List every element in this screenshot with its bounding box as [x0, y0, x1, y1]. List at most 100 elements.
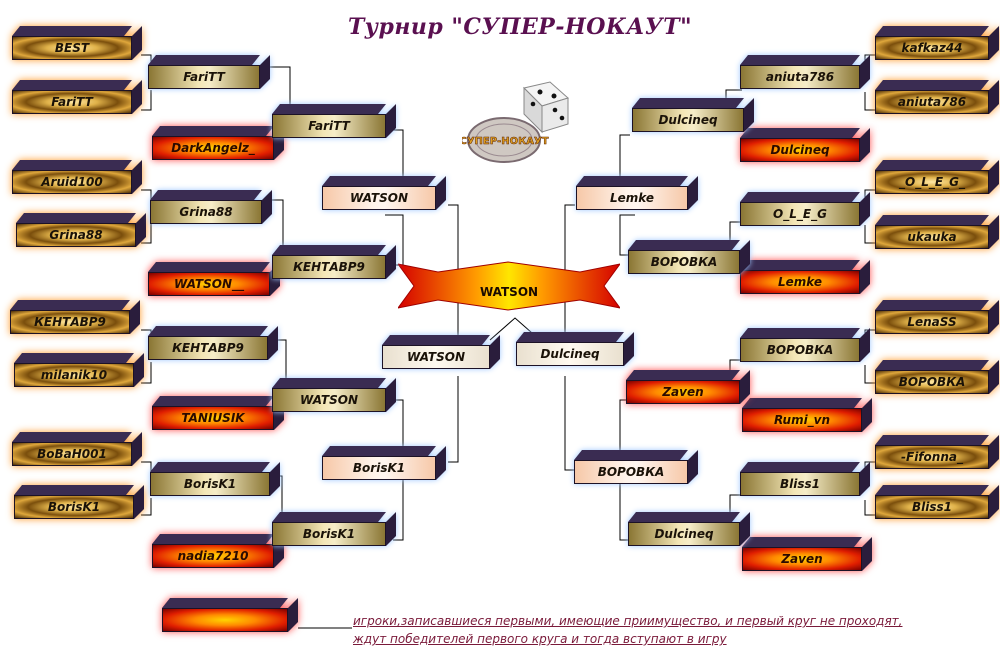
bracket-slot-l15: BorisK1 [150, 462, 280, 496]
player-name: ВОРОВКА [574, 460, 688, 484]
dice-icon [523, 81, 569, 134]
bracket-slot-r1: kafkaz44 [875, 26, 999, 60]
box-side-face [386, 512, 396, 546]
box-top-face [150, 462, 270, 472]
box-side-face [740, 512, 750, 546]
tournament-title: Турнир "СУПЕР-НОКАУТ" [347, 14, 693, 40]
box-top-face [740, 192, 860, 202]
player-name: BEST [12, 36, 132, 60]
player-name: Aruid100 [12, 170, 132, 194]
box-side-face [132, 432, 142, 466]
bracket-slot-l21: WATSON [272, 378, 396, 412]
box-top-face [148, 262, 270, 272]
box-side-face [270, 462, 280, 496]
player-name: BorisK1 [14, 495, 134, 519]
box-top-face [628, 240, 740, 250]
box-side-face [862, 537, 872, 571]
box-side-face [740, 370, 750, 404]
box-side-face [989, 215, 999, 249]
box-top-face [574, 450, 688, 460]
player-name: ВОРОВКА [740, 338, 860, 362]
player-name: FariTT [272, 114, 386, 138]
box-side-face [436, 176, 446, 210]
player-name: FariTT [148, 65, 260, 89]
bracket-slot-r21: Dulcineq [628, 512, 750, 546]
rules-note-line-1: игроки,записавшиеся первыми, имеющие при… [353, 614, 903, 628]
box-side-face [274, 534, 284, 568]
bracket-slot-r18: Lemke [576, 176, 698, 210]
player-name: FariTT [12, 90, 132, 114]
player-name: Dulcineq [740, 138, 860, 162]
player-name: Grina88 [150, 200, 262, 224]
player-name: КЕНТАВР9 [10, 310, 130, 334]
bracket-slot-l22: BorisK1 [272, 512, 396, 546]
player-name: WATSON [322, 186, 436, 210]
bracket-slot-l12: WATSON__ [148, 262, 280, 296]
box-top-face [16, 213, 136, 223]
box-top-face [148, 55, 260, 65]
player-name: DarkAngelz_ [152, 136, 274, 160]
bracket-slot-l8: BorisK1 [14, 485, 144, 519]
rules-note: игроки,записавшиеся первыми, имеющие при… [353, 612, 993, 648]
box-side-face [989, 360, 999, 394]
bracket-slot-l20: BorisK1 [322, 446, 446, 480]
bracket-slot-l17: FariTT [272, 104, 396, 138]
box-side-face [134, 353, 144, 387]
box-top-face [162, 598, 288, 608]
box-side-face [260, 55, 270, 89]
player-name: BoBaH001 [12, 442, 132, 466]
bracket-slot-r16: Zaven [742, 537, 872, 571]
player-name: ukauka [875, 225, 989, 249]
player-name: ВОРОВКА [875, 370, 989, 394]
box-top-face [152, 534, 274, 544]
box-top-face [875, 485, 989, 495]
winner-label: WATSON [479, 285, 539, 299]
box-top-face [875, 300, 989, 310]
player-name: Zaven [742, 547, 862, 571]
bracket-slot-l7: BoBaH001 [12, 432, 142, 466]
box-top-face [272, 512, 386, 522]
box-side-face [270, 262, 280, 296]
box-side-face [262, 190, 272, 224]
bracket-slot-l11: Grina88 [150, 190, 272, 224]
player-name: КЕНТАВР9 [148, 336, 268, 360]
bracket-slot-r6: ВОРОВКА [875, 360, 999, 394]
box-top-face [322, 176, 436, 186]
player-name: WATSON__ [148, 272, 270, 296]
box-side-face [386, 378, 396, 412]
box-side-face [860, 328, 870, 362]
box-side-face [136, 213, 146, 247]
box-top-face [875, 26, 989, 36]
player-name: BorisK1 [322, 456, 436, 480]
bracket-slot-r19: ВОРОВКА [628, 240, 750, 274]
player-name [162, 608, 288, 632]
player-name: WATSON [382, 345, 490, 369]
box-top-face [742, 537, 862, 547]
box-top-face [12, 432, 132, 442]
bracket-slot-l6: milanik10 [14, 353, 144, 387]
bracket-slot-l13: КЕНТАВР9 [148, 326, 278, 360]
player-name: TANIUSIK [152, 406, 274, 430]
box-side-face [132, 160, 142, 194]
player-name: aniuta786 [740, 65, 860, 89]
box-top-face [12, 26, 132, 36]
player-name: Lemke [740, 270, 860, 294]
bracket-slot-c1: WATSON [382, 335, 500, 369]
bracket-slot-r8: Bliss1 [875, 485, 999, 519]
box-top-face [740, 128, 860, 138]
box-side-face [989, 485, 999, 519]
box-top-face [740, 462, 860, 472]
box-top-face [516, 332, 624, 342]
bracket-slot-r12: Lemke [740, 260, 870, 294]
legend-sample-box [162, 598, 298, 632]
player-name: -Fifonna_ [875, 445, 989, 469]
box-side-face [744, 98, 754, 132]
box-side-face [740, 240, 750, 274]
box-top-face [12, 80, 132, 90]
box-side-face [624, 332, 634, 366]
box-top-face [628, 512, 740, 522]
winner-banner [398, 261, 620, 311]
tournament-logo: СУПЕР-НОКАУТ [462, 81, 569, 163]
player-name: Zaven [626, 380, 740, 404]
bracket-slot-r14: Rumi_vn [742, 398, 872, 432]
